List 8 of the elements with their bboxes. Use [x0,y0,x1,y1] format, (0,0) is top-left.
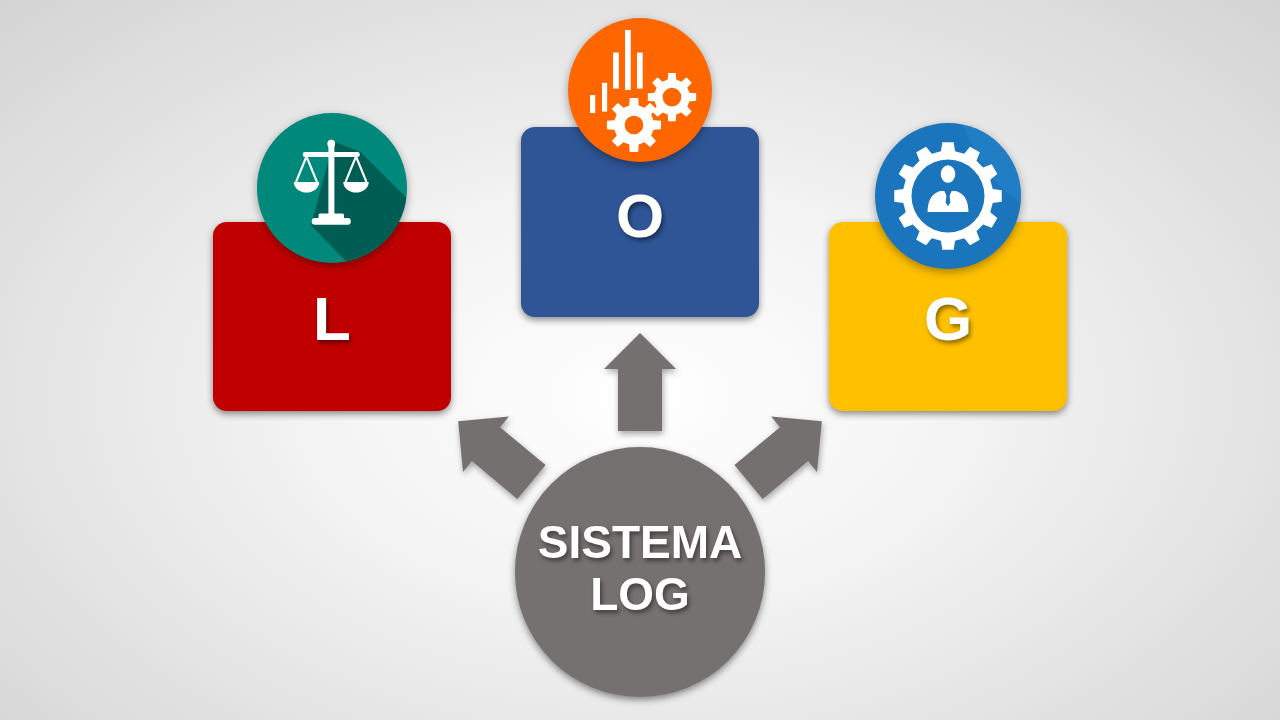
block-arrow [604,333,676,431]
block-arrow [734,416,822,499]
hub-label: SISTEMA LOG [536,516,744,622]
letter-label: L [313,283,351,350]
letter-label: G [923,283,973,350]
process-box [213,222,451,411]
block-arrow [458,416,546,499]
letter-label: O [615,185,665,252]
